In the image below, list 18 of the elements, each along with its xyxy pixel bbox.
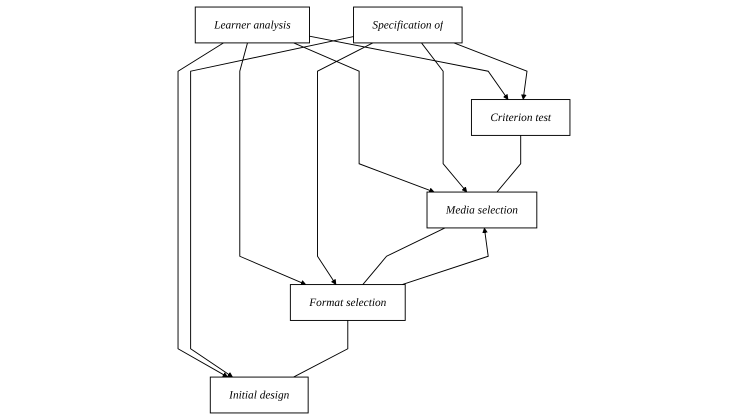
node-box: Initial design [210, 376, 309, 414]
arrow [178, 42, 228, 378]
arrow [454, 42, 528, 100]
node-box: Criterion test [470, 99, 570, 136]
arrow [421, 42, 468, 192]
node-box: Format selection [290, 284, 406, 321]
arrow [239, 42, 306, 286]
node-box: Specification of [353, 6, 463, 44]
node-box: Media selection [426, 192, 538, 228]
arrow [309, 36, 508, 100]
node-box: Learner analysis [194, 6, 310, 44]
arrow [317, 42, 374, 285]
arrow [190, 36, 354, 378]
connector [496, 134, 522, 193]
connector [362, 227, 446, 286]
arrow [293, 42, 435, 193]
connector [293, 320, 348, 378]
arrow [402, 228, 489, 286]
